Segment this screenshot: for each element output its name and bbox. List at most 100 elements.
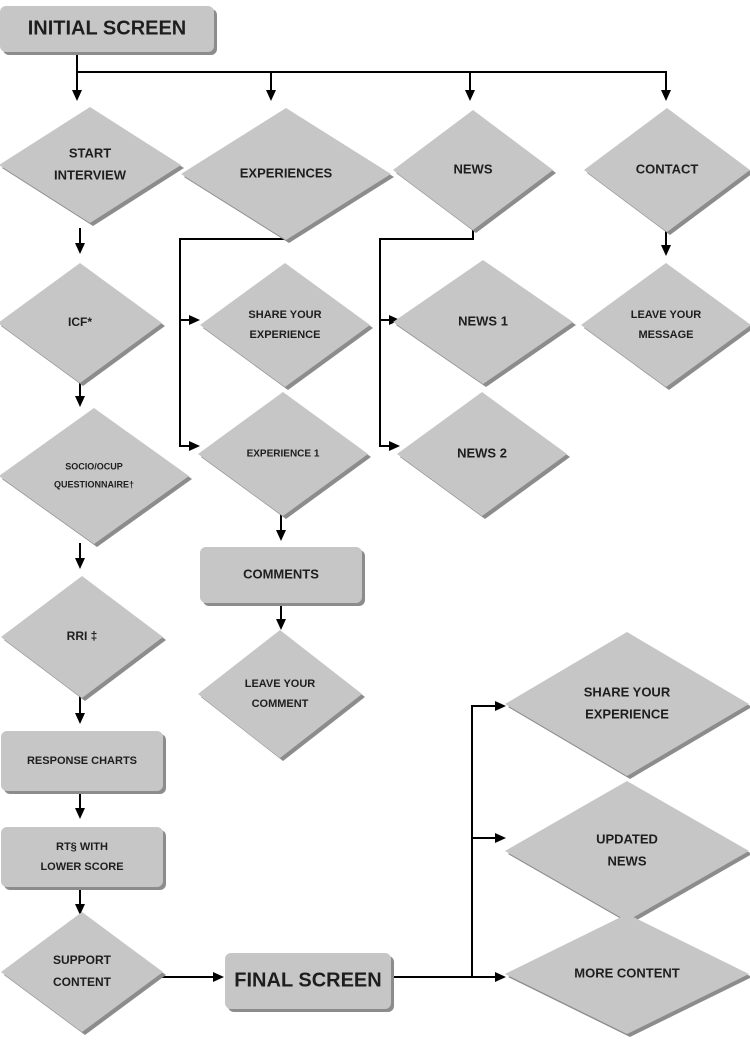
node-label: SHARE YOUR bbox=[248, 309, 321, 321]
node-label: QUESTIONNAIRE† bbox=[54, 479, 134, 489]
node-rt-lower-score: RT§ WITH LOWER SCORE bbox=[1, 827, 166, 890]
decision-diamond bbox=[1, 576, 163, 698]
connector-line bbox=[471, 705, 496, 977]
node-label: EXPERIENCE bbox=[250, 329, 321, 341]
node-leave-comment: LEAVE YOUR COMMENT bbox=[198, 630, 365, 761]
node-final-screen: FINAL SCREEN bbox=[225, 953, 394, 1012]
decision-diamond bbox=[397, 392, 567, 516]
arrowhead bbox=[75, 243, 85, 254]
decision-diamond bbox=[198, 392, 368, 516]
node-label: MESSAGE bbox=[638, 329, 693, 341]
node-label: START bbox=[69, 145, 111, 160]
arrowhead bbox=[495, 972, 506, 982]
arrowhead bbox=[72, 90, 82, 101]
node-initial-screen: INITIAL SCREEN bbox=[0, 6, 217, 55]
node-contact: CONTACT bbox=[584, 108, 750, 235]
node-news-2: NEWS 2 bbox=[397, 392, 570, 519]
node-label: COMMENTS bbox=[243, 566, 319, 581]
arrowhead bbox=[495, 701, 506, 711]
decision-diamond bbox=[584, 108, 750, 232]
node-support-content: SUPPORT CONTENT bbox=[1, 912, 166, 1035]
decision-diamond bbox=[581, 263, 750, 387]
decision-diamond bbox=[0, 263, 162, 383]
node-rri: RRI ‡ bbox=[1, 576, 166, 701]
decision-diamond bbox=[393, 110, 553, 230]
arrowhead bbox=[75, 396, 85, 407]
node-label: RRI ‡ bbox=[67, 629, 98, 643]
arrowhead bbox=[75, 904, 85, 915]
arrowhead bbox=[661, 90, 671, 101]
node-experiences: EXPERIENCES bbox=[181, 108, 394, 243]
node-label: INTERVIEW bbox=[54, 167, 127, 182]
node-leave-message: LEAVE YOUR MESSAGE bbox=[581, 263, 750, 390]
process-box bbox=[1, 731, 163, 791]
node-label: EXPERIENCE bbox=[585, 706, 669, 721]
arrowhead bbox=[495, 833, 506, 843]
node-share-experience-2: SHARE YOUR EXPERIENCE bbox=[505, 632, 750, 779]
arrowhead bbox=[266, 90, 276, 101]
node-response-charts: RESPONSE CHARTS bbox=[1, 731, 166, 794]
node-comments: COMMENTS bbox=[200, 547, 365, 606]
arrowhead bbox=[189, 315, 200, 325]
node-share-experience-1: SHARE YOUR EXPERIENCE bbox=[200, 263, 373, 390]
node-label: EXPERIENCE 1 bbox=[247, 449, 320, 460]
node-label: RT§ WITH bbox=[56, 841, 108, 853]
process-box bbox=[1, 827, 163, 887]
nodes: INITIAL SCREEN START INTERVIEW EXPERIENCES N… bbox=[0, 6, 750, 1037]
node-label: CONTENT bbox=[53, 975, 112, 989]
decision-diamond bbox=[0, 408, 189, 544]
node-label: SHARE YOUR bbox=[584, 684, 671, 699]
arrowhead bbox=[75, 713, 85, 724]
arrowhead bbox=[276, 619, 286, 630]
node-label: NEWS 2 bbox=[457, 445, 507, 460]
node-label: EXPERIENCES bbox=[240, 165, 333, 180]
node-label: RESPONSE CHARTS bbox=[27, 755, 137, 767]
node-label: UPDATED bbox=[596, 831, 658, 846]
node-label: NEWS 1 bbox=[458, 313, 508, 328]
node-label: COMMENT bbox=[252, 698, 309, 710]
node-icf: ICF* bbox=[0, 263, 165, 386]
decision-diamond bbox=[200, 263, 370, 387]
node-label: FINAL SCREEN bbox=[234, 969, 381, 991]
node-label: MORE CONTENT bbox=[574, 965, 680, 980]
connector-line bbox=[379, 229, 474, 447]
decision-diamond bbox=[181, 108, 391, 240]
node-label: LOWER SCORE bbox=[40, 861, 123, 873]
node-news-1: NEWS 1 bbox=[393, 260, 576, 387]
node-label: ICF* bbox=[68, 315, 92, 329]
decision-diamond bbox=[1, 912, 163, 1032]
node-label: SOCIO/OCUP bbox=[65, 461, 123, 471]
arrowhead bbox=[276, 530, 286, 541]
decision-diamond bbox=[505, 914, 749, 1034]
node-socio-questionnaire: SOCIO/OCUP QUESTIONNAIRE† bbox=[0, 408, 192, 547]
node-label: NEWS bbox=[454, 161, 493, 176]
node-news: NEWS bbox=[393, 110, 556, 233]
arrowhead bbox=[75, 808, 85, 819]
arrowhead bbox=[213, 972, 224, 982]
process-box bbox=[225, 953, 391, 1009]
process-box bbox=[0, 6, 214, 52]
decision-diamond bbox=[0, 107, 181, 223]
connector-line bbox=[77, 71, 667, 91]
node-label: INITIAL SCREEN bbox=[28, 17, 187, 39]
decision-diamond bbox=[505, 632, 749, 776]
arrowhead bbox=[189, 441, 200, 451]
decision-diamond bbox=[198, 630, 362, 758]
arrowhead bbox=[389, 315, 400, 325]
node-more-content: MORE CONTENT bbox=[505, 914, 750, 1037]
node-label: LEAVE YOUR bbox=[631, 309, 702, 321]
decision-diamond bbox=[505, 781, 749, 921]
process-box bbox=[200, 547, 362, 603]
node-experience-1: EXPERIENCE 1 bbox=[198, 392, 371, 519]
node-label: NEWS bbox=[608, 853, 647, 868]
node-label: SUPPORT bbox=[53, 953, 112, 967]
arrowhead bbox=[661, 245, 671, 256]
node-updated-news: UPDATED NEWS bbox=[505, 781, 750, 924]
arrowhead bbox=[75, 558, 85, 569]
node-label: CONTACT bbox=[636, 161, 699, 176]
decision-diamond bbox=[393, 260, 573, 384]
arrowhead bbox=[389, 441, 400, 451]
node-label: LEAVE YOUR bbox=[245, 678, 316, 690]
node-start-interview: START INTERVIEW bbox=[0, 107, 184, 226]
